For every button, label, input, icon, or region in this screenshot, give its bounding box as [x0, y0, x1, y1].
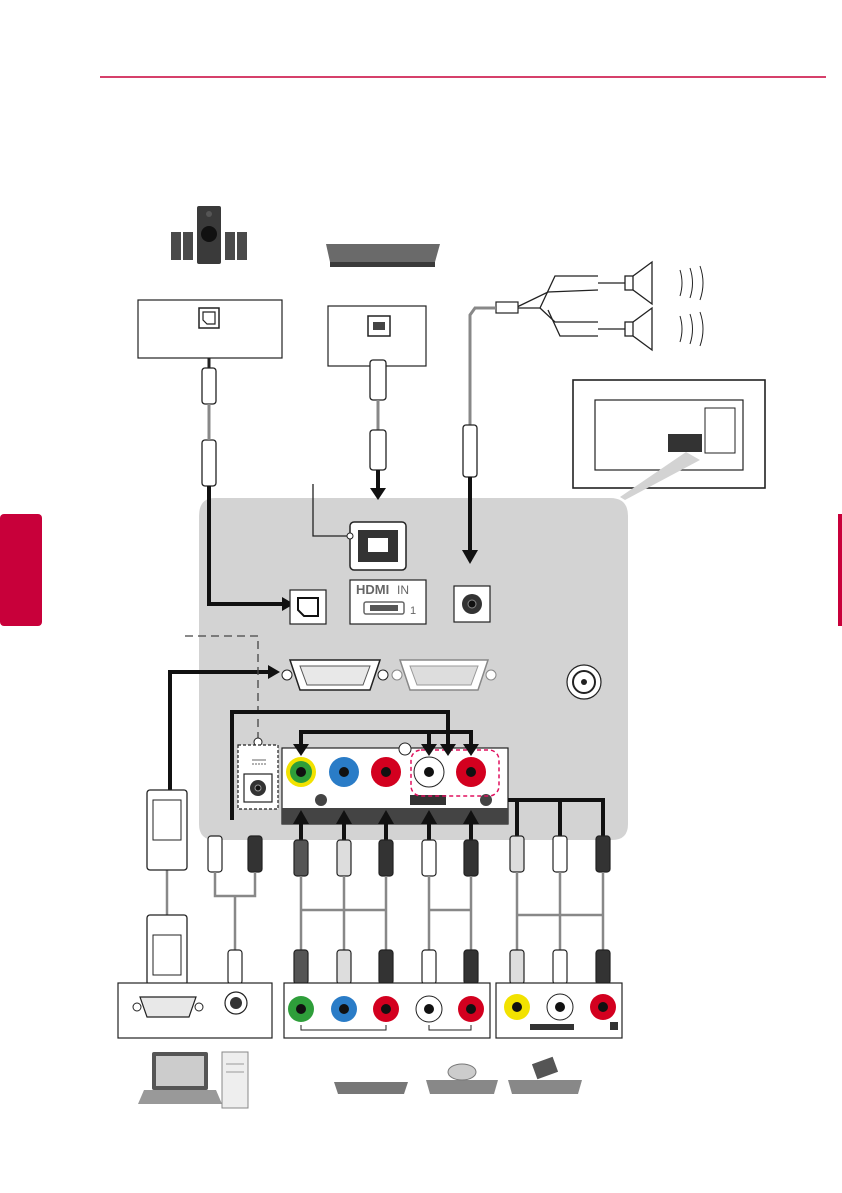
pc-panel — [118, 983, 272, 1038]
lan-cable — [370, 360, 386, 470]
hdmi-logo: HDMI — [356, 582, 389, 597]
side-tab-right — [838, 514, 842, 626]
cable-trees — [167, 870, 603, 950]
desktop-tower-icon — [222, 1052, 248, 1108]
optical-port — [290, 590, 326, 624]
hdmi-port-number: 1 — [410, 605, 416, 617]
hdmi-in-label: IN — [397, 583, 409, 597]
audio-out-cable — [463, 308, 496, 477]
antenna-port — [567, 665, 601, 699]
component-device-panel — [284, 983, 490, 1038]
av-component-jack-block — [282, 743, 508, 824]
rca-plugs-upper — [208, 836, 610, 876]
speaker-system-icon — [171, 206, 247, 264]
rgb-in-port — [282, 660, 388, 690]
network-router-icon — [326, 244, 440, 267]
optical-out-port — [199, 308, 219, 328]
optical-cable — [202, 358, 216, 486]
laptop-icon — [138, 1052, 222, 1104]
set-top-box-icon — [334, 1082, 408, 1094]
dvd-player-icon — [426, 1064, 498, 1094]
rca-plugs-lower — [228, 950, 610, 984]
tv-rear-view-icon — [573, 380, 765, 500]
side-tab-left — [0, 514, 42, 626]
external-speaker-icon — [515, 262, 703, 350]
hdmi-port: HDMI IN 1 — [350, 580, 426, 624]
vcr-icon — [508, 1057, 582, 1094]
composite-device-panel — [496, 983, 622, 1038]
